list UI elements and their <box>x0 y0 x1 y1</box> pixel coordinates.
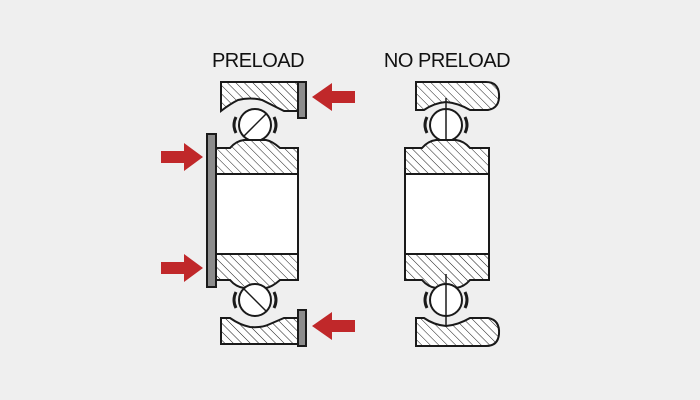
no-preload-bearing <box>404 81 501 347</box>
preload-arrow-top-left <box>161 143 203 171</box>
preload-top-outer-ring <box>220 81 299 114</box>
preload-bottom-inner-ring <box>210 253 299 289</box>
no-preload-top-inner-ring <box>404 139 490 175</box>
no-preload-bore <box>404 173 490 255</box>
no-preload-bottom-ball <box>423 274 469 326</box>
preload-arrow-top-right <box>312 83 355 111</box>
preload-top-outer-plate <box>297 81 307 119</box>
preload-arrow-bottom-right <box>312 312 355 340</box>
preload-bearing <box>161 81 355 347</box>
no-preload-bottom-inner-ring <box>404 253 490 289</box>
no-preload-top-outer-ring <box>415 81 501 111</box>
no-preload-bottom-outer-ring <box>415 317 501 347</box>
preload-label: PRELOAD <box>212 50 304 72</box>
no-preload-label: NO PRELOAD <box>384 50 510 72</box>
preload-bore <box>210 173 299 255</box>
preload-bottom-ball <box>232 283 278 317</box>
no-preload-top-ball <box>423 98 469 150</box>
preload-top-ball <box>232 108 278 142</box>
preload-arrow-bottom-left <box>161 254 203 282</box>
preload-bottom-outer-plate <box>297 309 307 347</box>
preload-inner-plate <box>206 133 217 288</box>
preload-top-inner-ring <box>210 139 299 175</box>
preload-bottom-outer-ring <box>220 317 299 345</box>
